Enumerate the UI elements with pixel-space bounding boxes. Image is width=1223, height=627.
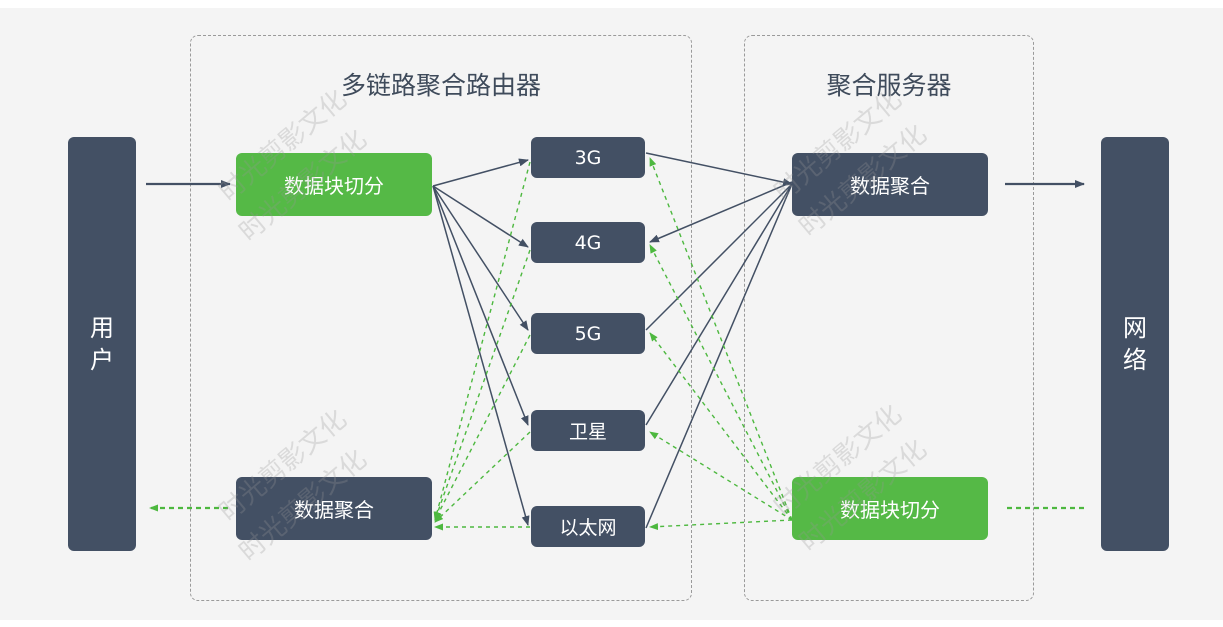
link-3g-box: 3G: [531, 137, 645, 178]
link-5g-box: 5G: [531, 313, 645, 354]
upstream-split-lines: [432, 158, 530, 526]
network-bar: 网络: [1101, 137, 1169, 551]
server-group: [744, 35, 1034, 601]
link-satellite-box: 卫星: [531, 410, 645, 451]
network-label: 网络: [1123, 314, 1147, 374]
router-merge-box: 数据聚合: [236, 477, 432, 540]
downstream-split-lines: [649, 157, 793, 531]
link-4g-box: 4G: [531, 222, 645, 263]
upstream-merge-lines: [645, 152, 793, 529]
router-split-box: 数据块切分: [236, 153, 432, 216]
router-group: [190, 35, 692, 601]
server-title: 聚合服务器: [826, 71, 952, 100]
server-merge-box: 数据聚合: [792, 153, 988, 216]
server-split-box: 数据块切分: [792, 477, 988, 540]
user-label: 用户: [90, 314, 114, 374]
user-bar: 用户: [68, 137, 136, 551]
router-title: 多链路聚合路由器: [340, 71, 541, 100]
downstream-merge-lines: [433, 161, 531, 531]
link-ethernet-box: 以太网: [531, 506, 645, 547]
